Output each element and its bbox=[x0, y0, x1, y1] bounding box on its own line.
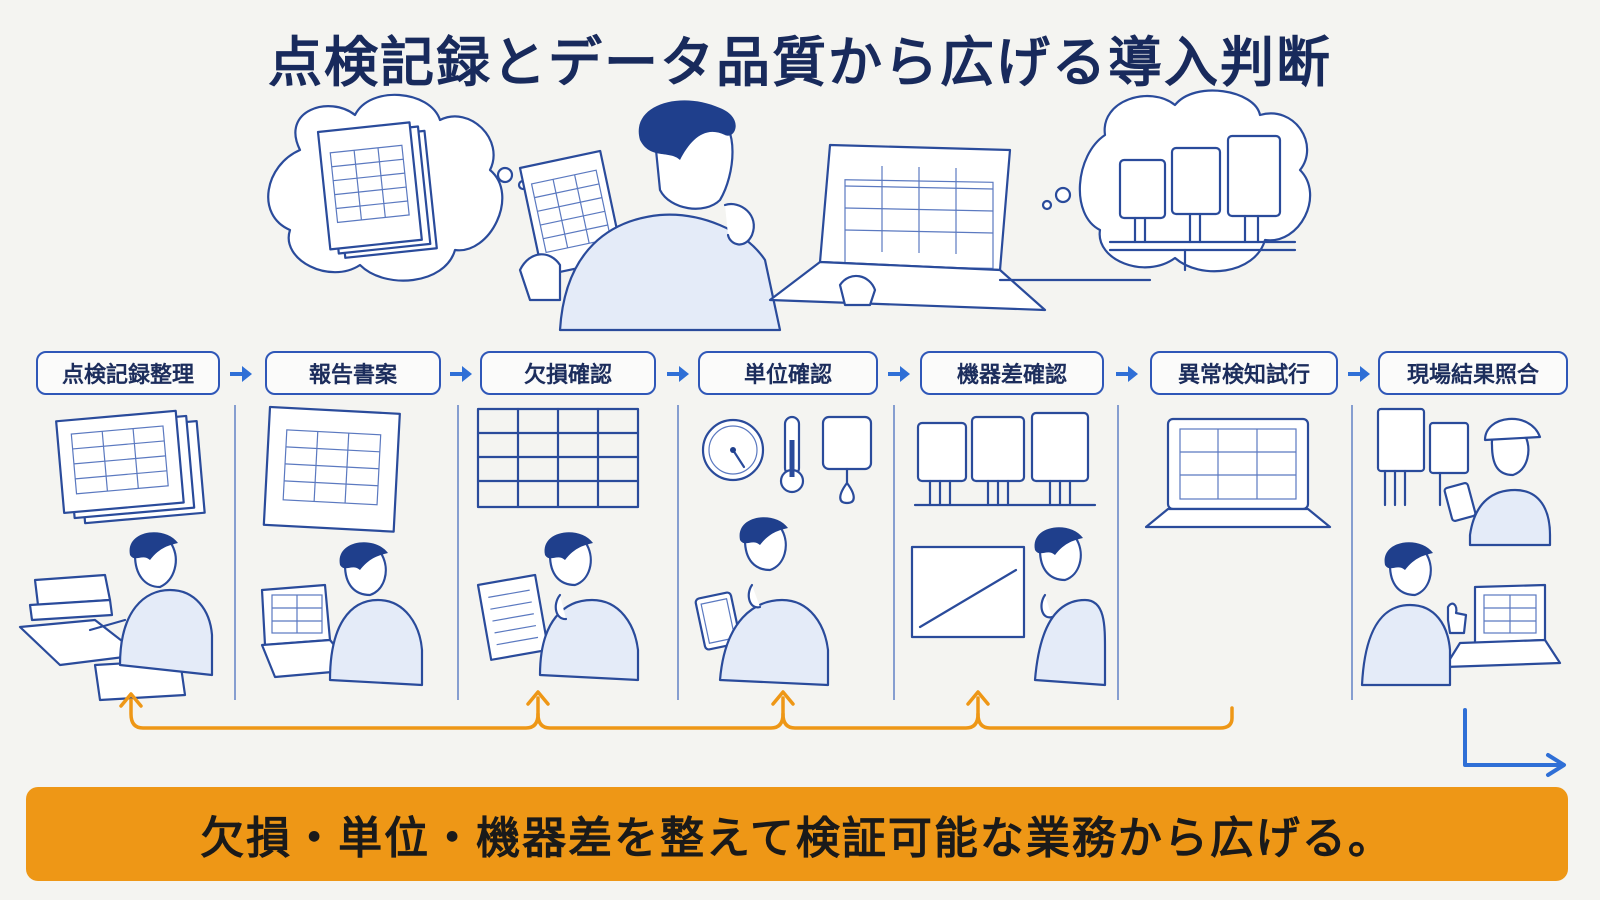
arrow-right-icon bbox=[450, 366, 472, 382]
arrow-right-icon bbox=[888, 366, 910, 382]
step-label-device-diff: 機器差確認 bbox=[920, 351, 1104, 395]
page-title: 点検記録とデータ品質から広げる導入判断 bbox=[268, 31, 1332, 94]
devices-comparison-icon bbox=[913, 411, 1097, 507]
person-checking-paper-icon bbox=[476, 532, 640, 682]
arrow-right-icon bbox=[230, 366, 252, 382]
step-label-anomaly-trial: 異常検知試行 bbox=[1150, 351, 1338, 395]
thermometer-icon bbox=[779, 415, 805, 494]
summary-banner: 欠損・単位・機器差を整えて検証可能な業務から広げる。 bbox=[26, 787, 1568, 881]
anomaly-laptop-icon bbox=[1144, 417, 1332, 529]
person-sorting-icon bbox=[18, 532, 214, 702]
laptop-icon bbox=[768, 143, 1152, 312]
step-panels bbox=[18, 405, 1562, 702]
person-approve-icon bbox=[1360, 542, 1562, 687]
document-stack-icon bbox=[316, 121, 438, 259]
step-label-report-draft: 報告書案 bbox=[265, 351, 441, 395]
person-tablet-icon bbox=[694, 517, 830, 687]
arrow-right-icon bbox=[1116, 366, 1138, 382]
person-laptop-icon bbox=[260, 542, 424, 687]
feedback-loop-arrows bbox=[119, 690, 1566, 777]
person-thinking-icon bbox=[1033, 527, 1107, 687]
arrow-right-icon bbox=[1348, 366, 1370, 382]
missing-grid-icon bbox=[476, 407, 640, 509]
hero-illustration bbox=[267, 89, 1312, 332]
report-sheet-icon bbox=[262, 405, 401, 533]
person-reviewing-icon bbox=[518, 100, 782, 332]
exit-arrow-icon bbox=[1463, 708, 1566, 777]
line-chart-icon bbox=[910, 545, 1026, 639]
step-label-onsite-match: 現場結果照合 bbox=[1378, 351, 1568, 395]
step-label-records: 点検記録整理 bbox=[36, 351, 220, 395]
step-label-unit-check: 単位確認 bbox=[698, 351, 878, 395]
sensor-drop-icon bbox=[821, 415, 873, 505]
records-stack-icon bbox=[55, 409, 206, 525]
step-label-missing-check: 欠損確認 bbox=[480, 351, 656, 395]
arrow-right-icon bbox=[667, 366, 689, 382]
sensor-devices-icon bbox=[1108, 134, 1297, 272]
onsite-worker-icon bbox=[1376, 407, 1552, 547]
gauge-icon bbox=[701, 418, 765, 482]
